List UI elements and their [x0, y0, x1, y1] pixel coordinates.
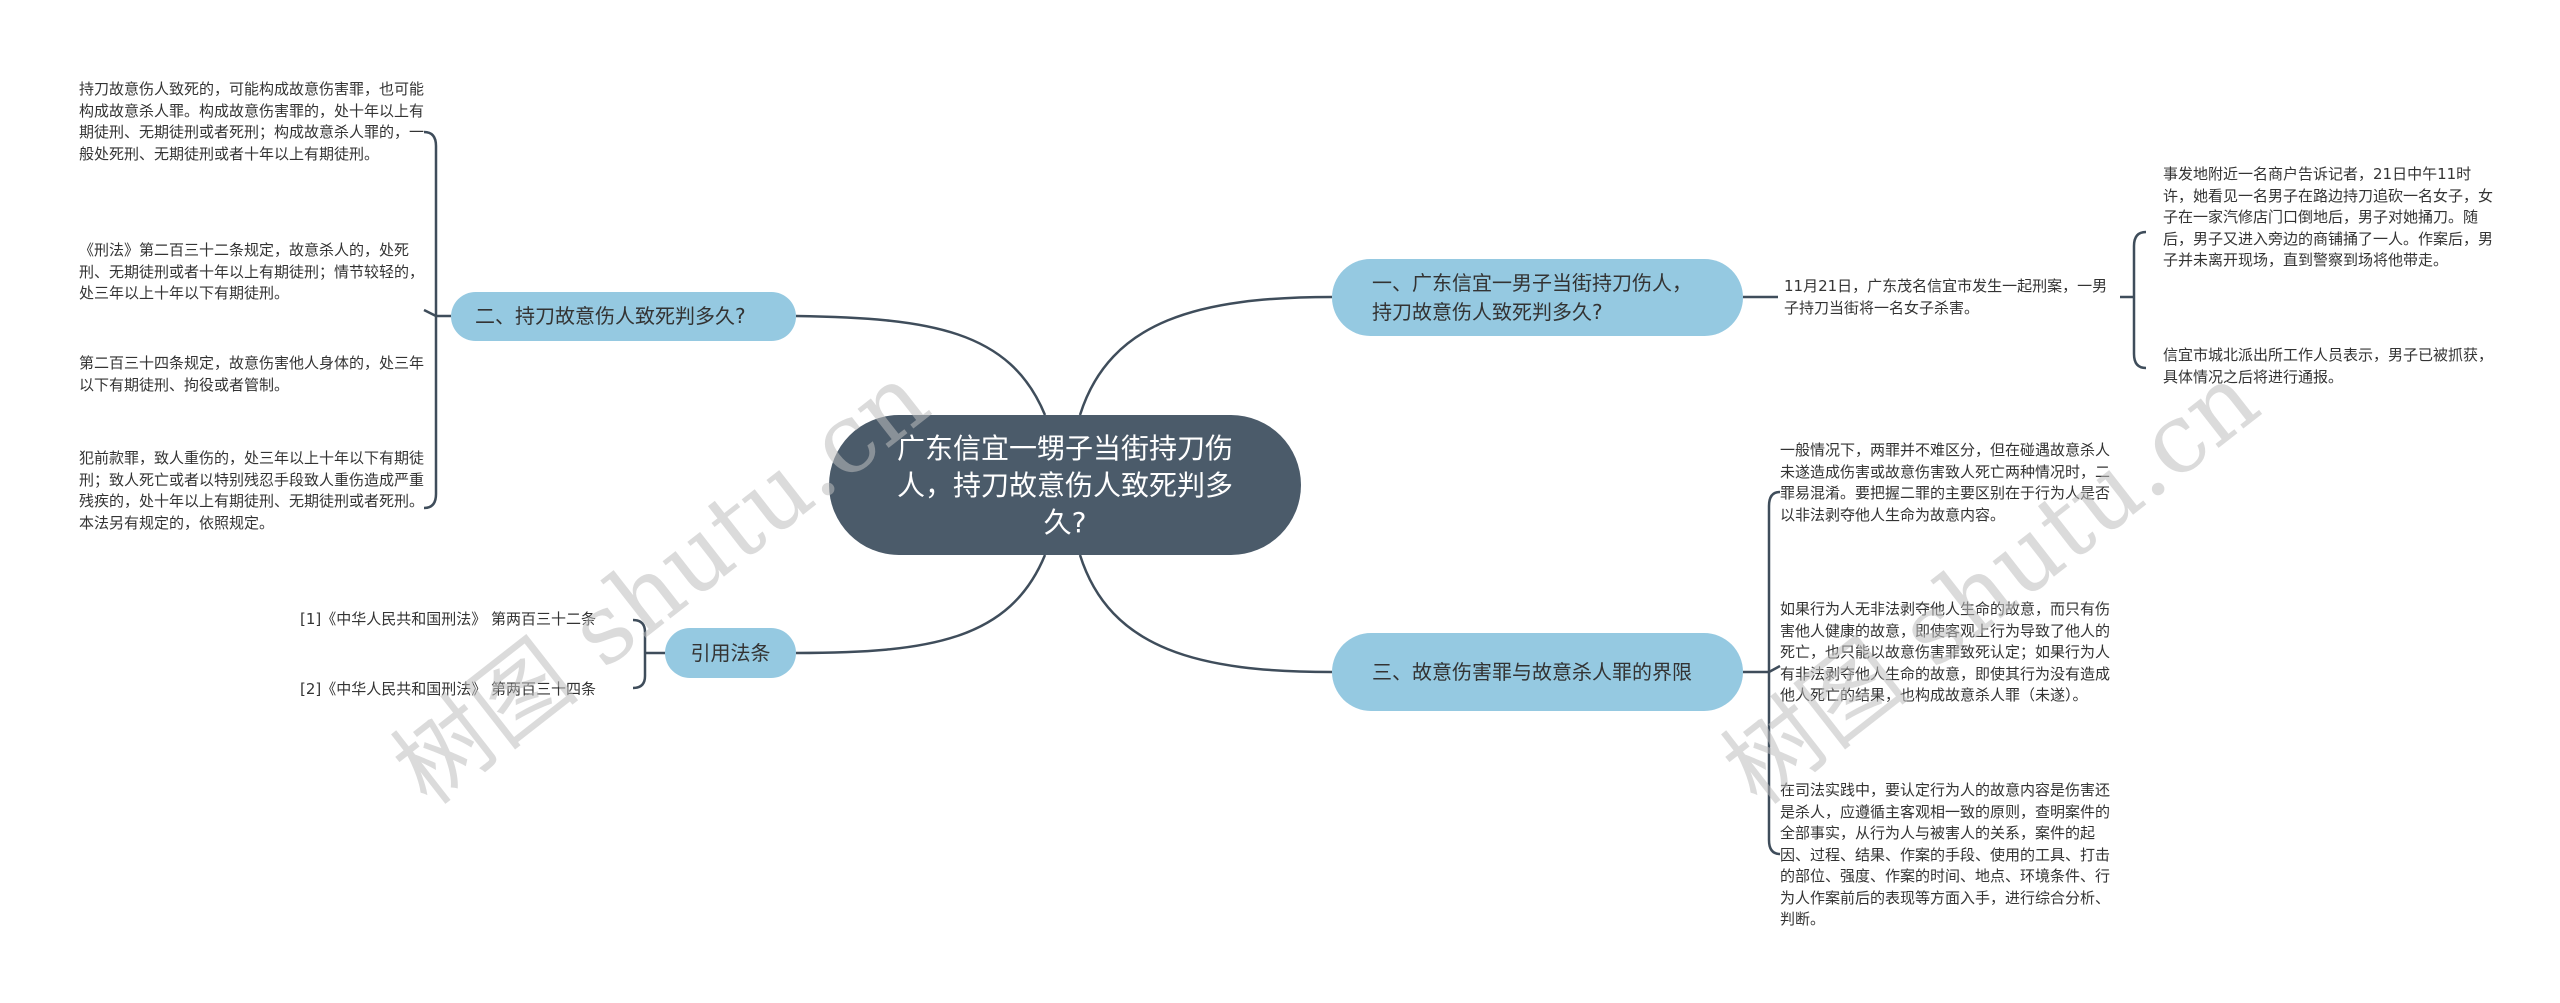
- branch-two-label: 二、持刀故意伤人致死判多久?: [475, 304, 746, 328]
- central-topic[interactable]: 广东信宜一甥子当街持刀伤人，持刀故意伤人致死判多久?: [829, 415, 1301, 555]
- leaf-one-detail-1[interactable]: 事发地附近一名商户告诉记者，21日中午11时许，她看见一名男子在路边持刀追砍一名…: [2163, 165, 2494, 269]
- ref-item-1[interactable]: [1]《中华人民共和国刑法》 第两百三十二条: [300, 610, 597, 628]
- leaf-two-detail-4[interactable]: 犯前款罪，致人重伤的，处三年以上十年以下有期徒刑；致人死亡或者以特别残忍手段致人…: [79, 449, 425, 532]
- leaf-three-detail-2[interactable]: 如果行为人无非法剥夺他人生命的故意，而只有伤害他人健康的故意，即使客观上行为导致…: [1780, 600, 2111, 704]
- leaf-one-detail-2[interactable]: 信宜市城北派出所工作人员表示，男子已被抓获，具体情况之后将进行通报。: [2163, 346, 2494, 386]
- branch-node-refs[interactable]: 引用法条: [665, 628, 796, 678]
- branch-one-label: 一、广东信宜一男子当街持刀伤人，持刀故意伤人致死判多久?: [1372, 270, 1692, 324]
- branch-node-two[interactable]: 二、持刀故意伤人致死判多久?: [451, 292, 796, 341]
- central-topic-text: 广东信宜一甥子当街持刀伤人，持刀故意伤人致死判多久?: [896, 431, 1233, 539]
- leaf-two-detail-2[interactable]: 《刑法》第二百三十二条规定，故意杀人的，处死刑、无期徒刑或者十年以上有期徒刑；情…: [79, 241, 425, 302]
- leaf-one-summary[interactable]: 11月21日，广东茂名信宜市发生一起刑案，一男子持刀当街将一名女子杀害。: [1784, 277, 2108, 317]
- leaf-three-detail-3[interactable]: 在司法实践中，要认定行为人的故意内容是伤害还是杀人，应遵循主客观相一致的原则，查…: [1780, 781, 2111, 928]
- leaf-three-detail-1[interactable]: 一般情况下，两罪并不难区分，但在碰遇故意杀人未遂造成伤害或故意伤害致人死亡两种情…: [1780, 441, 2111, 524]
- leaf-two-detail-3[interactable]: 第二百三十四条规定，故意伤害他人身体的，处三年以下有期徒刑、拘役或者管制。: [79, 354, 425, 394]
- branch-refs-label: 引用法条: [690, 640, 771, 665]
- branch-node-one[interactable]: 一、广东信宜一男子当街持刀伤人，持刀故意伤人致死判多久?: [1332, 259, 1743, 336]
- branch-node-three[interactable]: 三、故意伤害罪与故意杀人罪的界限: [1332, 633, 1743, 711]
- branch-three-label: 三、故意伤害罪与故意杀人罪的界限: [1372, 659, 1692, 684]
- ref-item-2[interactable]: [2]《中华人民共和国刑法》 第两百三十四条: [300, 680, 597, 698]
- leaf-two-detail-1[interactable]: 持刀故意伤人致死的，可能构成故意伤害罪，也可能构成故意杀人罪。构成故意伤害罪的，…: [79, 80, 425, 163]
